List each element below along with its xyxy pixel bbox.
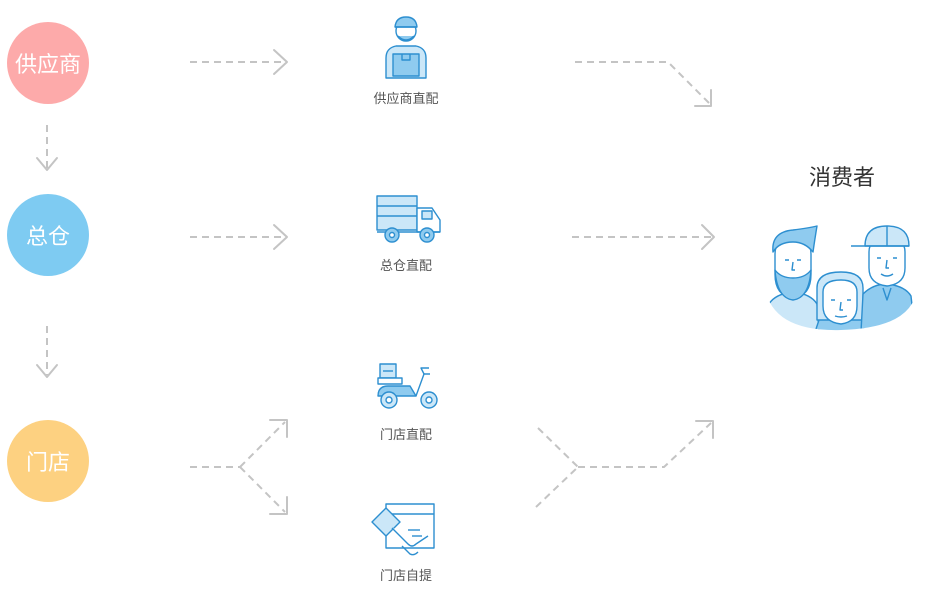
- arrowhead: [695, 420, 714, 439]
- store-node: 门店: [7, 420, 89, 502]
- arrowhead: [269, 419, 288, 438]
- arrow-merge-to-consumer: [578, 422, 712, 468]
- store-pickup-caption: 门店自提: [379, 569, 432, 584]
- warehouse-label: 总仓: [25, 225, 70, 250]
- arrowhead: [273, 49, 288, 75]
- store-label: 门店: [25, 451, 70, 476]
- supplier-node: 供应商: [7, 22, 89, 104]
- store-direct-caption: 门店直配: [379, 428, 432, 443]
- arrowhead: [36, 364, 58, 378]
- warehouse-direct-caption: 总仓直配: [379, 259, 432, 274]
- arrowhead: [36, 157, 58, 171]
- handover-icon: [368, 500, 440, 560]
- scooter-icon: [374, 362, 442, 410]
- arrowhead: [273, 224, 288, 250]
- arrowhead: [269, 496, 288, 515]
- arrow-store-pickup-merge: [535, 466, 579, 508]
- warehouse-node: 总仓: [7, 194, 89, 276]
- consumer-title: 消费者: [809, 166, 876, 191]
- supplier-label: 供应商: [14, 53, 81, 78]
- arrowhead: [694, 89, 712, 107]
- arrow-supplier-direct-to-consumer: [575, 61, 712, 106]
- truck-icon: [374, 194, 442, 244]
- arrow-store-to-store-pickup: [239, 466, 286, 513]
- supplier-direct-caption: 供应商直配: [373, 92, 439, 107]
- delivery-man-icon: [378, 14, 434, 80]
- arrow-store-to-store-direct: [239, 421, 286, 468]
- arrow-store-direct-merge: [537, 427, 579, 468]
- consumers-group-icon: [765, 224, 917, 332]
- arrowhead: [701, 224, 715, 250]
